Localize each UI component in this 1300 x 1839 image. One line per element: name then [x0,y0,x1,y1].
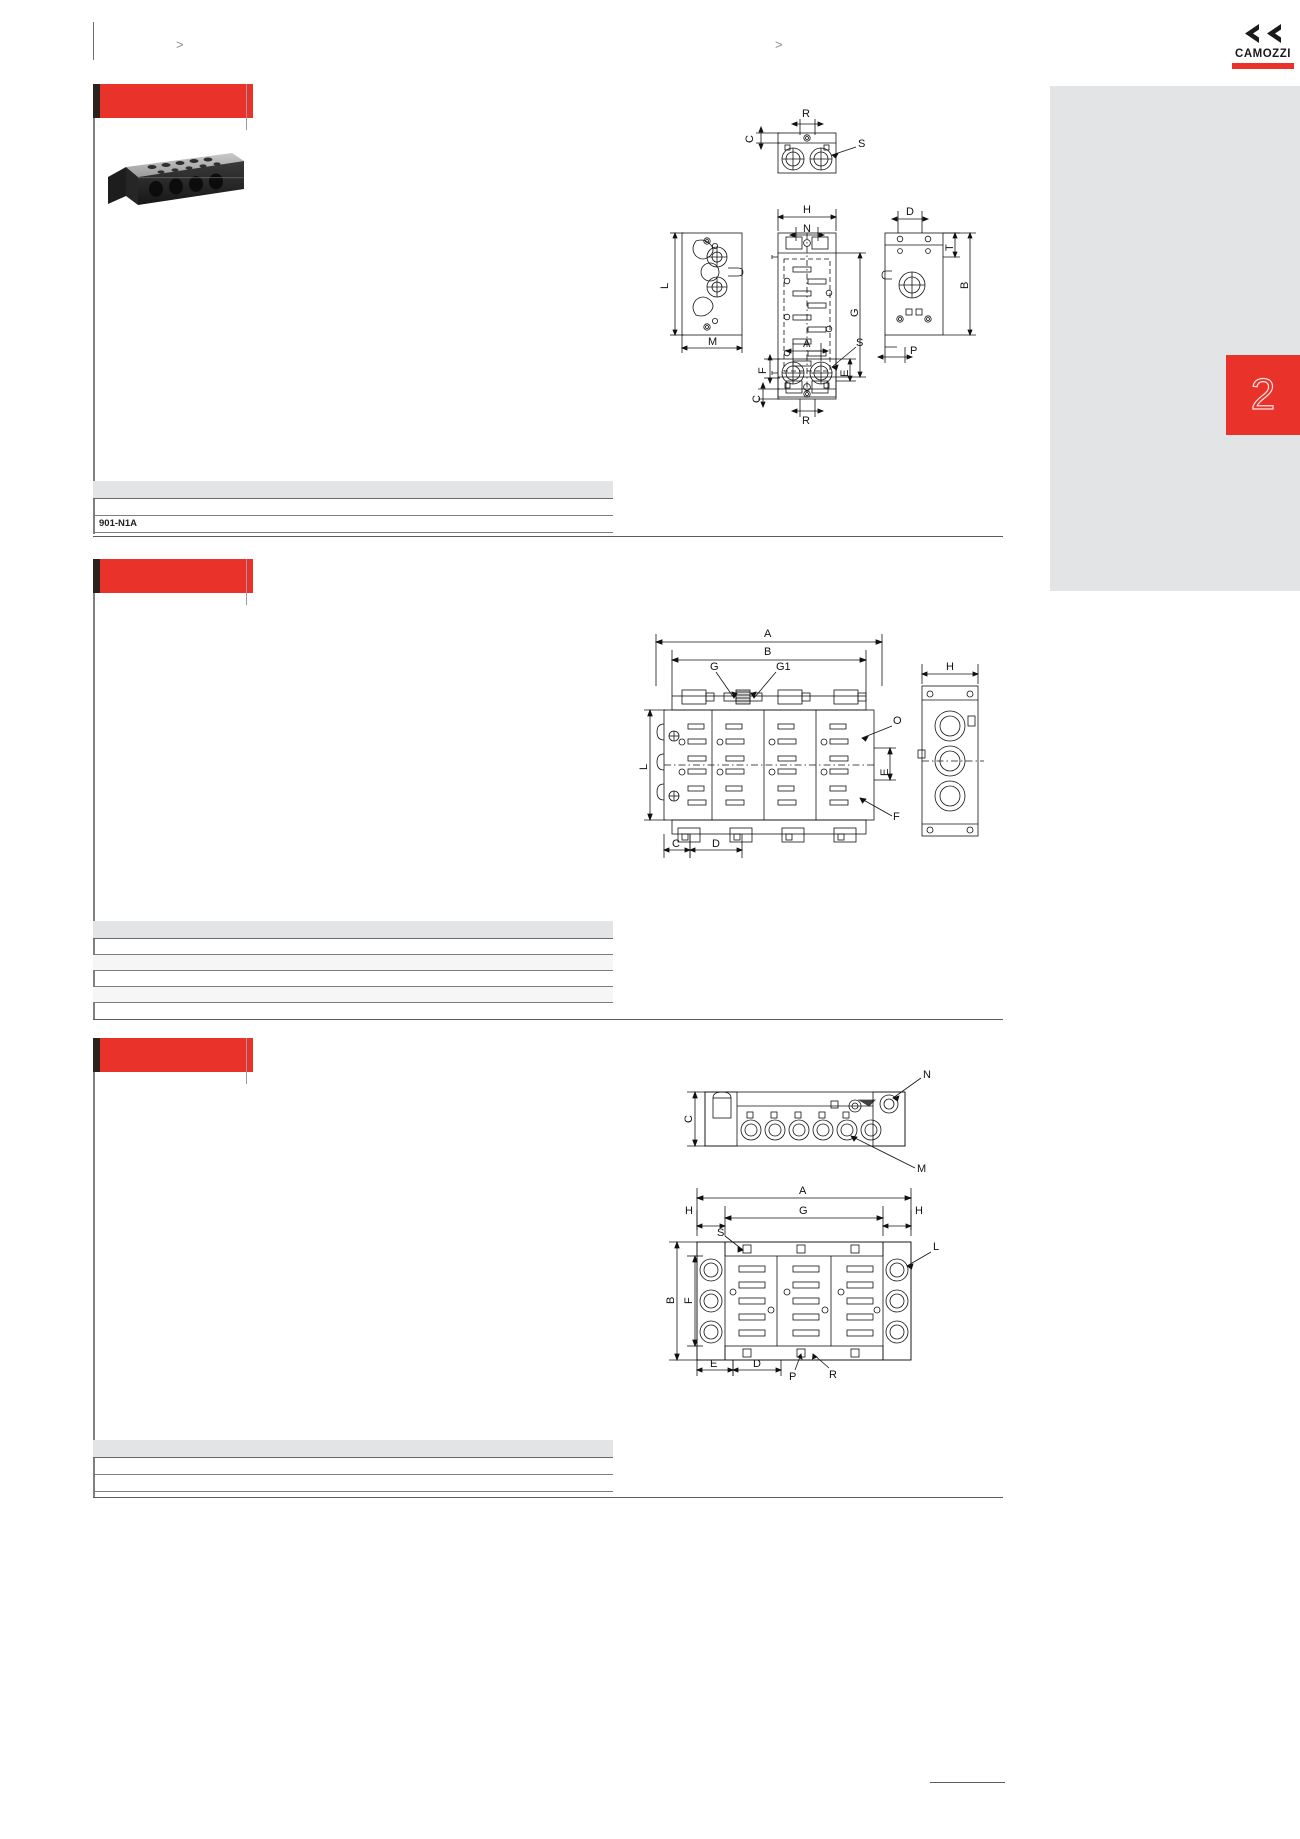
svg-text:R: R [829,1369,837,1380]
brand-wordmark: CAMOZZI [1235,48,1291,60]
section-2-technical-drawing: A B [630,620,1000,880]
product-code-cell: 901-N1A [99,519,138,529]
view-top: C N M [683,1070,931,1175]
section-1-divider [93,536,1003,537]
svg-text:D: D [753,1358,761,1370]
table-header-row [93,1440,613,1458]
svg-text:C: C [751,395,763,403]
view-top-small: R C S [744,108,865,174]
section-3-table [93,1440,613,1492]
section-2-table [93,921,613,1003]
table-header-row [93,481,613,499]
section-3-header-tick [246,1038,247,1084]
section-3-left-rule [93,1038,95,1498]
section-3-divider [93,1497,1003,1498]
section-2-header-tick [246,559,247,605]
brand-logo: CAMOZZI [1232,22,1294,69]
table-row [93,1475,613,1492]
svg-text:M: M [708,336,717,348]
svg-text:B: B [764,646,771,658]
svg-text:L: L [660,283,671,289]
table-left-edge [93,481,95,533]
chapter-tab[interactable]: 2 [1226,355,1300,435]
table-row [93,499,613,516]
svg-text:O: O [893,715,902,727]
svg-text:A: A [803,338,811,350]
table-header-row [93,921,613,939]
svg-text:H: H [915,1205,923,1217]
svg-text:S: S [717,1227,724,1239]
svg-text:E: E [710,1358,717,1370]
svg-text:G: G [849,308,861,317]
section-3-header-bar[interactable] [93,1038,253,1072]
header-divider-rule [93,22,94,60]
svg-text:R: R [802,108,810,120]
view-right: D T B P [876,206,976,363]
svg-text:C: C [672,838,680,850]
svg-text:H: H [946,661,954,673]
section-2-header-bar[interactable] [93,559,253,593]
svg-text:A: A [764,628,772,640]
svg-text:C: C [744,135,756,143]
view-front: A G H H [665,1185,939,1380]
svg-text:G: G [799,1205,808,1217]
svg-text:A: A [799,1185,807,1197]
svg-text:C: C [683,1115,695,1123]
view-left: L M [660,231,744,353]
brand-accent-bar [1232,62,1294,69]
camozzi-chevrons-logo [1245,24,1281,43]
svg-text:F: F [757,367,769,374]
table-row [93,955,613,971]
svg-text:E: E [839,370,851,377]
svg-text:S: S [858,138,865,150]
svg-text:R: R [802,415,810,427]
section-1-left-rule [93,84,95,534]
svg-text:B: B [665,1297,677,1304]
svg-text:D: D [906,206,914,218]
header-chevron-left-icon: > [176,37,184,52]
section-1-technical-drawing: R C S [660,105,1005,435]
svg-text:N: N [923,1070,931,1081]
svg-text:H: H [803,204,811,216]
svg-text:F: F [893,811,900,823]
view-side: H [917,661,984,837]
table-row [93,1458,613,1475]
svg-text:P: P [910,345,917,357]
view-bottom: A S F C [751,337,863,427]
svg-text:G: G [710,661,719,673]
section-3-technical-drawing: C N M A [655,1070,975,1380]
svg-text:G1: G1 [776,661,791,673]
svg-text:S: S [856,337,863,349]
section-1-table: 901-N1A [93,481,613,533]
header-chevron-right-icon: > [775,37,783,52]
chapter-number: 2 [1250,370,1276,419]
view-front: H N G [771,204,866,398]
svg-text:P: P [789,1371,796,1380]
svg-text:F: F [683,1297,695,1304]
table-row [93,971,613,987]
svg-text:L: L [638,764,650,770]
product-photo-manifold [104,141,244,213]
section-1-header-tick [246,84,247,130]
section-1-header-bar[interactable] [93,84,253,118]
table-row [93,987,613,1003]
table-left-edge [93,1440,95,1492]
table-row [93,939,613,955]
table-row-product-code: 901-N1A [93,516,613,533]
svg-text:D: D [712,838,720,850]
svg-text:E: E [879,769,891,776]
section-2-divider [93,1019,1003,1020]
footer-rule [930,1782,1005,1783]
svg-text:L: L [933,1241,939,1253]
svg-text:H: H [685,1205,693,1217]
chapter-rail-background [1050,86,1300,591]
svg-text:T: T [944,244,956,251]
svg-text:M: M [917,1163,926,1175]
svg-text:B: B [959,282,971,289]
section-2-left-rule [93,559,95,1019]
svg-text:N: N [803,223,811,235]
